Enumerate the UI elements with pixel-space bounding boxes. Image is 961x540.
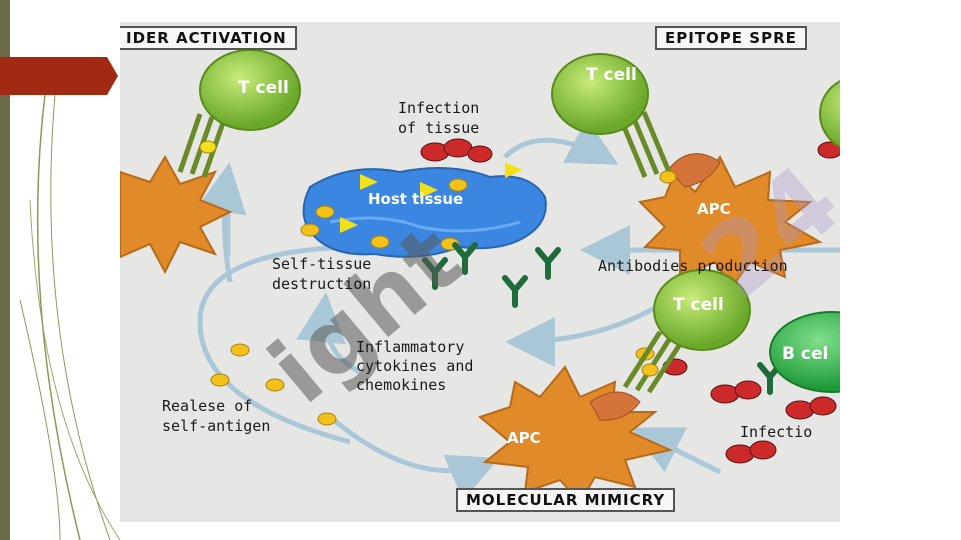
antibody-1 xyxy=(422,257,448,290)
pathogen-cluster-right xyxy=(710,380,837,464)
decorative-curve-4 xyxy=(19,299,61,540)
flow-arrow-release-to-apc xyxy=(328,415,500,501)
t-cell-mid-shape xyxy=(653,269,751,351)
antibody-2 xyxy=(452,242,478,275)
antibody-3 xyxy=(502,275,528,308)
title-molecular-mimicry: MOLECULAR MIMICRY xyxy=(456,488,676,512)
title-epitope-spreading: EPITOPE SPRE xyxy=(655,26,807,50)
apc-bottom-label: APC xyxy=(507,429,541,447)
diagram-artwork xyxy=(120,49,840,504)
t-cell-far-right-shape xyxy=(819,79,840,149)
self-antigen-2 xyxy=(448,178,468,192)
apc-left-antigen xyxy=(199,140,217,154)
tcr-mid xyxy=(622,330,687,394)
flow-arrow-tcell-to-inflammation xyxy=(505,299,667,367)
self-antigen-6 xyxy=(230,343,250,357)
label-antibodies-production: Antibodies production xyxy=(598,257,788,275)
immune-mechanism-diagram: 24 ight IDER ACTIVATION EPITOPE SPRE MOL… xyxy=(120,22,840,522)
t-cell-right-shape xyxy=(551,53,649,135)
decorative-curve-2 xyxy=(50,94,111,540)
title-bystander-activation: IDER ACTIVATION xyxy=(120,26,297,50)
self-antigen-9 xyxy=(317,412,337,426)
apc-bottom-antigen xyxy=(641,363,659,377)
apc-right-receptor xyxy=(667,153,721,188)
red-tab-marker xyxy=(0,57,118,95)
label-infection-of-tissue: Infection of tissue xyxy=(398,99,480,137)
t-cell-left-shape xyxy=(199,49,301,131)
apc-bottom-receptor xyxy=(589,391,641,421)
self-antigen-1 xyxy=(315,205,335,219)
pathogen-apc-epitope xyxy=(817,141,840,159)
apc-bottom-shape xyxy=(477,365,674,504)
left-accent-bar xyxy=(0,0,10,540)
decorative-curve-3 xyxy=(29,199,121,540)
apc-right-label: APC xyxy=(697,200,731,218)
label-inflammatory-cytokines: Inflammatory cytokines and chemokines xyxy=(356,338,474,394)
flow-arrow-left-loop xyxy=(197,244,351,445)
host-antigen-1 xyxy=(360,174,378,190)
antibody-4 xyxy=(535,247,561,280)
host-antigen-2 xyxy=(420,182,438,198)
host-tissue-label: Host tissue xyxy=(368,190,464,208)
self-antigen-8 xyxy=(265,378,285,392)
flow-arrow-infection-to-apc xyxy=(631,427,722,475)
apc-left-shape xyxy=(120,155,233,275)
host-tissue-shape xyxy=(302,167,547,258)
flow-arrow-inflammation-up xyxy=(296,292,362,375)
b-cell-shape xyxy=(769,311,840,393)
label-infection-right: Infectio xyxy=(740,423,813,441)
b-cell-label: B cel xyxy=(782,344,829,364)
decorative-curve-1 xyxy=(36,94,81,540)
host-antigen-3 xyxy=(505,162,523,178)
host-tissue-texture xyxy=(329,216,521,233)
label-release-self-antigen: Realese of self-antigen xyxy=(162,397,271,435)
self-antigen-3 xyxy=(300,223,320,237)
host-antigen-4 xyxy=(340,217,358,233)
label-self-tissue-destruction: Self-tissue destruction xyxy=(272,255,372,293)
flow-arrow-infection-to-epitope xyxy=(503,118,619,165)
apc-right-antigen xyxy=(659,170,677,184)
pathogen-cluster-top xyxy=(420,138,493,163)
self-antigen-4 xyxy=(370,235,390,249)
t-cell-left-label: T cell xyxy=(238,78,289,98)
t-cell-mid-label: T cell xyxy=(673,295,724,315)
antibody-group xyxy=(422,242,783,395)
t-cell-right-label: T cell xyxy=(586,65,637,85)
self-antigen-7 xyxy=(210,373,230,387)
